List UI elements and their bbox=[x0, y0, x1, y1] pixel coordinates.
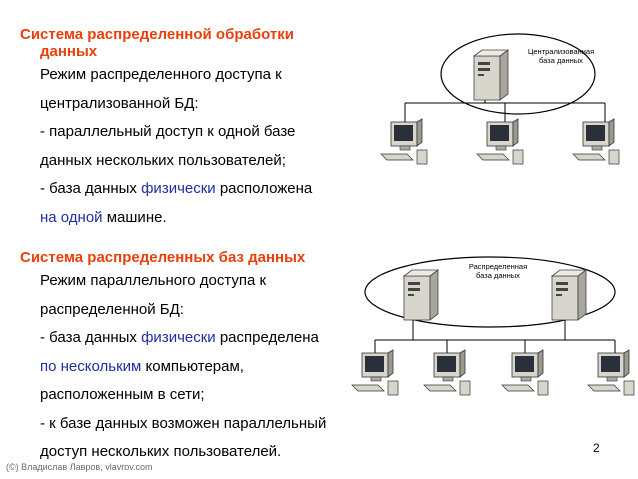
section1-heading-line2: данных bbox=[40, 43, 98, 60]
text-run: данных нескольких пользователей; bbox=[40, 151, 286, 169]
workstation-icon bbox=[351, 349, 399, 396]
highlighted-text: по нескольким bbox=[40, 357, 142, 375]
section1-heading-line1: Система распределенной обработки bbox=[20, 26, 294, 43]
text-run: машине. bbox=[102, 208, 167, 226]
text-run: - параллельный доступ к одной базе bbox=[40, 123, 296, 140]
text-run: Режим параллельного доступа к bbox=[40, 272, 267, 289]
text-run: - к базе данных возможен параллельный bbox=[40, 414, 327, 432]
text-run: доступ нескольких пользователей. bbox=[40, 443, 282, 460]
workstation-icon bbox=[423, 349, 471, 396]
highlighted-text: физически bbox=[141, 329, 216, 346]
db-label-line2: база данных bbox=[539, 56, 583, 65]
section2-line: - к базе данных возможен параллельный bbox=[40, 410, 326, 439]
text-run: - база данных bbox=[40, 329, 142, 346]
page-number: 2 bbox=[593, 441, 600, 455]
text-run: компьютерам, bbox=[141, 357, 244, 375]
section1-line: - параллельный доступ к одной базе bbox=[40, 118, 312, 147]
highlighted-text: на одной bbox=[40, 208, 103, 226]
section1-line: данных нескольких пользователей; bbox=[40, 147, 312, 176]
text-run: расположенным в сети; bbox=[40, 386, 205, 403]
section1-body: Режим распределенного доступа к централиз… bbox=[40, 61, 312, 232]
section1-line: Режим распределенного доступа к bbox=[40, 61, 312, 90]
section2-body: Режим параллельного доступа к распределен… bbox=[40, 267, 326, 467]
section1-line: на одной машине. bbox=[40, 204, 312, 233]
section2-line: Режим параллельного доступа к bbox=[40, 267, 326, 296]
workstation-icon bbox=[572, 118, 620, 165]
distributed-db-diagram: Распределенная база данных bbox=[351, 256, 635, 396]
text-run: Режим распределенного доступа к bbox=[40, 66, 282, 83]
section1-line: - база данных физически расположена bbox=[40, 175, 312, 204]
workstation-icon bbox=[476, 118, 524, 165]
centralized-db-diagram: Централизованная база данных bbox=[380, 33, 620, 165]
text-run: - база данных bbox=[40, 180, 142, 197]
server-icon bbox=[403, 269, 439, 321]
section2-heading: Система распределенных баз данных bbox=[20, 249, 306, 266]
text-run: централизованной БД: bbox=[40, 94, 199, 112]
server-icon bbox=[473, 49, 509, 101]
highlighted-text: физически bbox=[141, 180, 216, 197]
server-icon bbox=[551, 269, 587, 321]
footer-credit: (©) Владислав Лавров, vlavrov.com bbox=[6, 462, 153, 472]
section2-line: доступ нескольких пользователей. bbox=[40, 438, 326, 467]
text-run: распределена bbox=[215, 329, 319, 346]
text-run: расположена bbox=[215, 180, 313, 197]
text-run: распределенной БД: bbox=[40, 300, 184, 318]
section1-heading: Система распределенной обработки данных bbox=[20, 26, 294, 60]
workstation-icon bbox=[501, 349, 549, 396]
workstation-icon bbox=[587, 349, 635, 396]
db-label-line2: база данных bbox=[476, 271, 520, 280]
workstation-icon bbox=[380, 118, 428, 165]
section2-line: - база данных физически распределена bbox=[40, 324, 326, 353]
section1-line: централизованной БД: bbox=[40, 90, 312, 119]
section2-line: расположенным в сети; bbox=[40, 381, 326, 410]
section2-line: распределенной БД: bbox=[40, 296, 326, 325]
section2-line: по нескольким компьютерам, bbox=[40, 353, 326, 382]
db-label-line1: Распределенная bbox=[469, 262, 527, 271]
db-label-line1: Централизованная bbox=[528, 47, 594, 56]
